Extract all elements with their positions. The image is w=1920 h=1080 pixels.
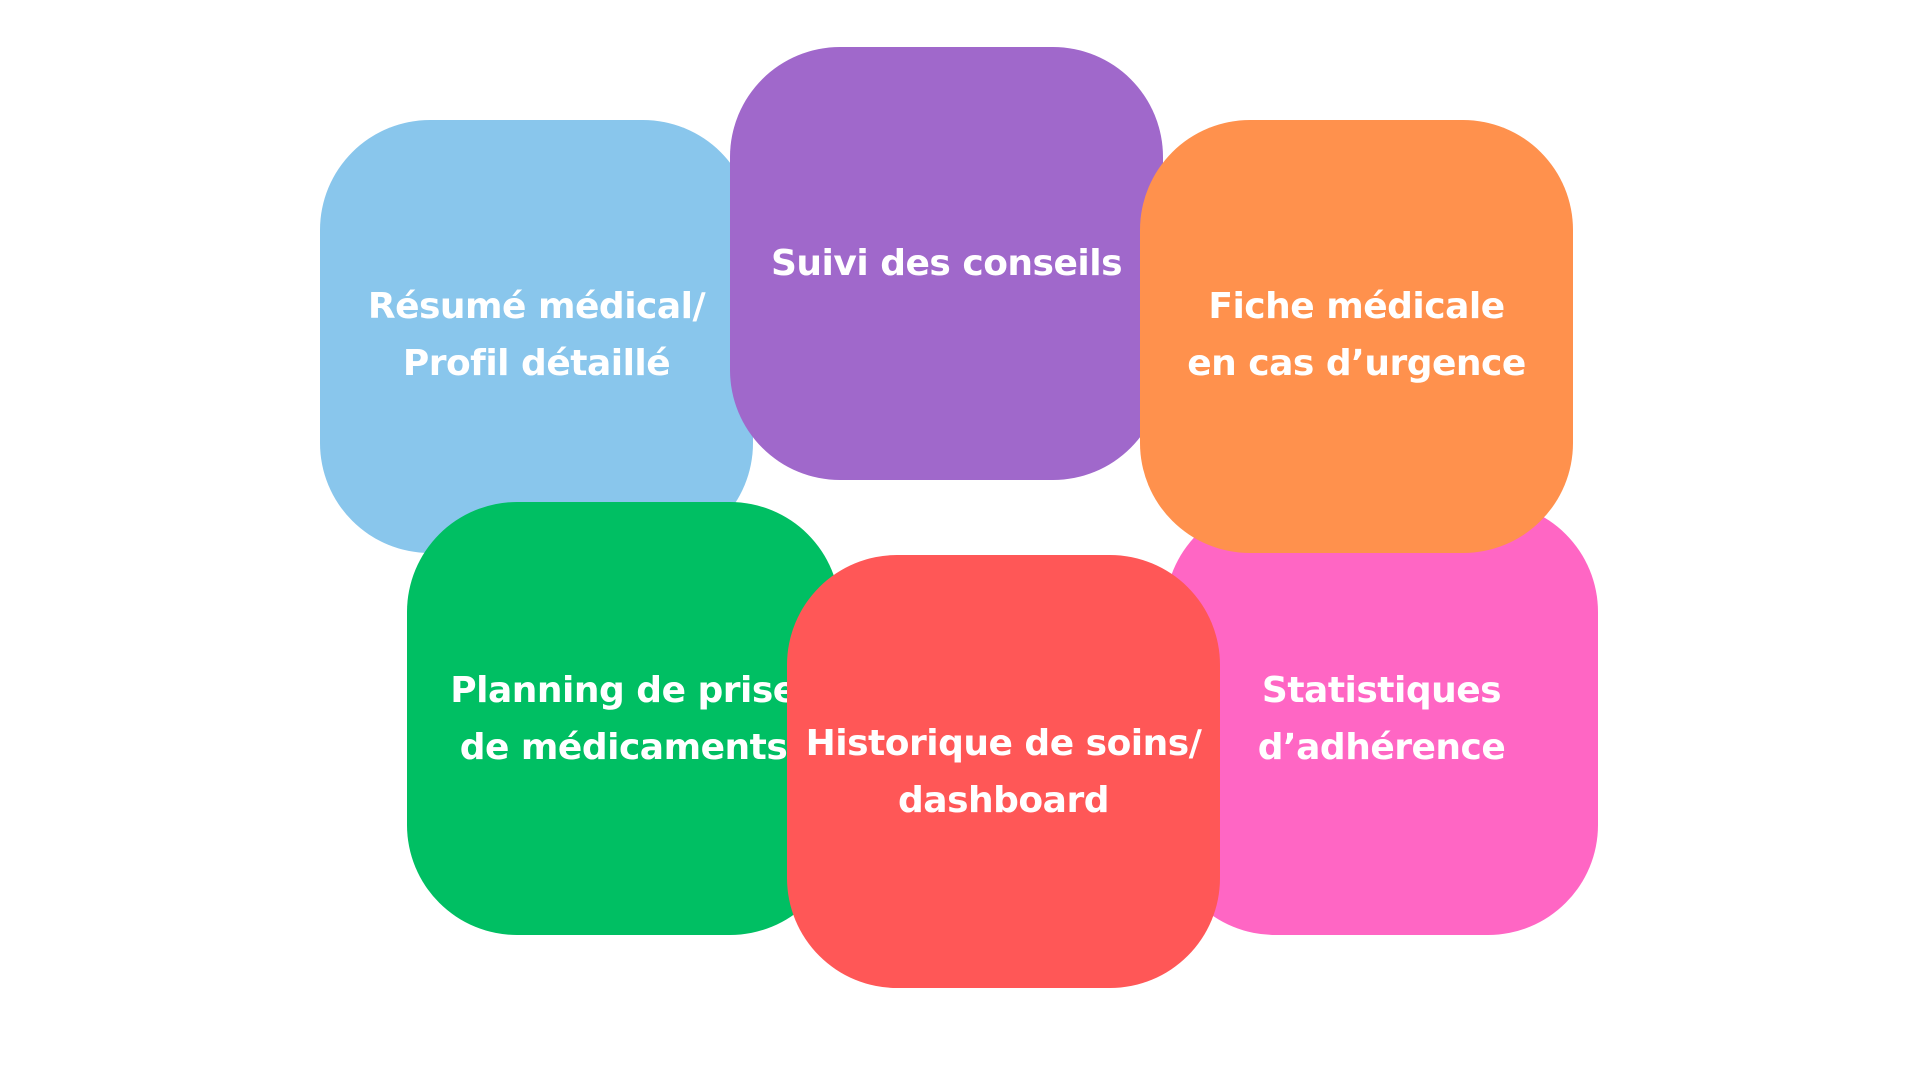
tile-label: Historique de soins/ dashboard: [787, 715, 1220, 829]
tile-label-line: dashboard: [898, 780, 1109, 821]
tile-label-line: Statistiques: [1261, 670, 1502, 711]
tile-label-line: de médicaments: [459, 727, 788, 768]
tile-label-line: Planning de prise: [450, 670, 797, 711]
tile-planning-medicaments: Planning de prise de médicaments: [407, 502, 840, 935]
tile-statistiques-adherence: Statistiques d’adhérence: [1165, 502, 1598, 935]
tile-label-line: Résumé médical/: [367, 286, 706, 327]
tile-label-line: en cas d’urgence: [1187, 343, 1526, 384]
tile-label-line: Fiche médicale: [1208, 286, 1505, 327]
tile-fiche-medicale-urgence: Fiche médicale en cas d’urgence: [1140, 120, 1573, 553]
tile-label: Planning de prise de médicaments: [407, 662, 840, 776]
tile-label-line: d’adhérence: [1257, 727, 1506, 768]
tile-label: Résumé médical/ Profil détaillé: [320, 278, 753, 392]
tile-label: Fiche médicale en cas d’urgence: [1140, 278, 1573, 392]
tile-suivi-conseils: Suivi des conseils: [730, 47, 1163, 480]
tile-resume-medical: Résumé médical/ Profil détaillé: [320, 120, 753, 553]
tile-label: Statistiques d’adhérence: [1165, 662, 1598, 776]
tile-label-line: Suivi des conseils: [770, 243, 1123, 284]
tile-historique-soins: Historique de soins/ dashboard: [787, 555, 1220, 988]
tile-label: Suivi des conseils: [730, 235, 1163, 292]
tile-label-line: Profil détaillé: [402, 343, 671, 384]
tile-label-line: Historique de soins/: [805, 723, 1202, 764]
